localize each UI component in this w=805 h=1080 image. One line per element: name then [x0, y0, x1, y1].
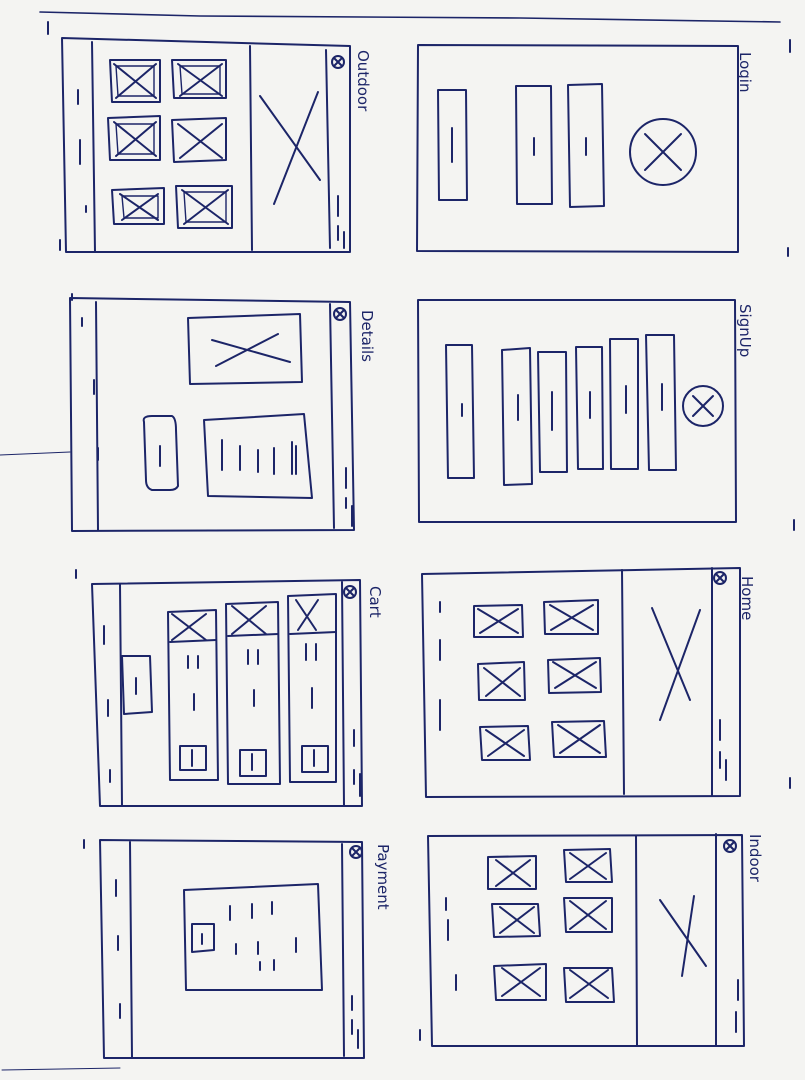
screen-label-outdoor: Outdoor: [354, 50, 372, 112]
screen-label-login: Login: [736, 52, 754, 92]
screen-signup: [417, 299, 737, 523]
screen-label-details: Details: [358, 310, 376, 362]
screen-cart: [91, 579, 363, 807]
screen-home: [421, 567, 741, 798]
screen-label-indoor: Indoor: [746, 834, 764, 883]
screen-label-cart: Cart: [366, 586, 384, 618]
screen-payment: [99, 839, 365, 1059]
screen-login: [416, 44, 739, 253]
screen-indoor: [427, 833, 745, 1047]
screen-label-signup: SignUp: [736, 304, 754, 357]
screen-label-payment: Payment: [374, 844, 392, 910]
screen-label-home: Home: [738, 576, 756, 620]
screen-details: [69, 297, 355, 532]
screen-outdoor: [61, 37, 351, 253]
